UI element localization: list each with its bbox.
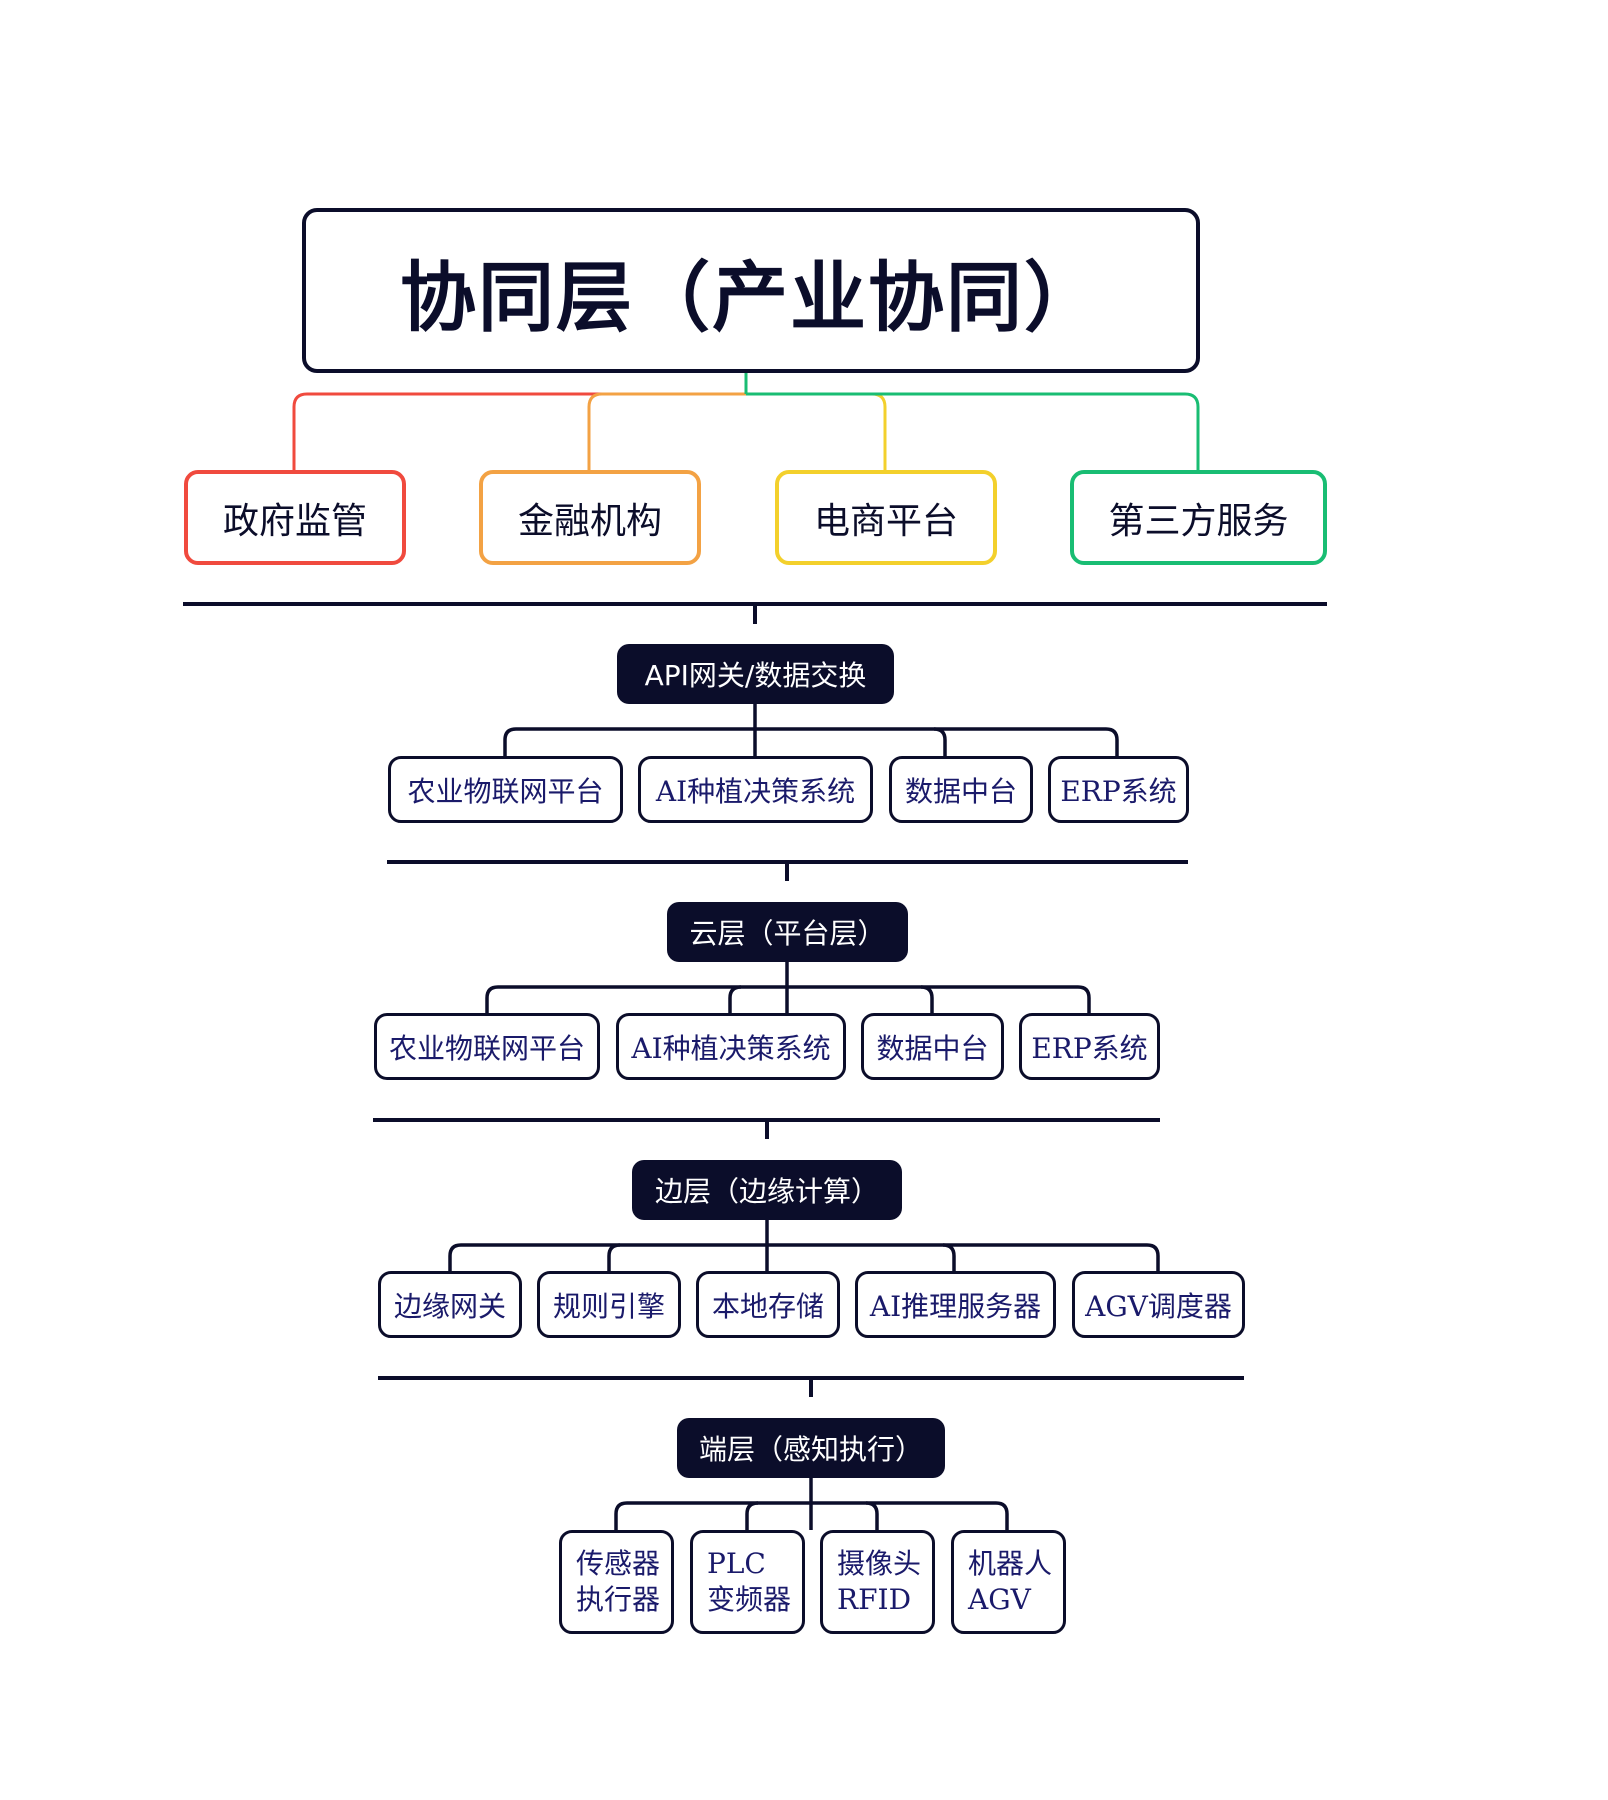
tree-connector bbox=[485, 985, 1091, 1014]
section-item: 传感器 执行器 bbox=[559, 1530, 674, 1634]
connector-gov bbox=[292, 392, 746, 470]
category-thirdparty-box: 第三方服务 bbox=[1070, 470, 1327, 565]
item-line: AGV bbox=[968, 1583, 1031, 1616]
tree-connector bbox=[745, 1501, 759, 1530]
layer-label-api-gateway: API网关/数据交换 bbox=[617, 644, 894, 704]
tree-connector bbox=[728, 985, 742, 1014]
section-item: 摄像头 RFID bbox=[820, 1530, 935, 1634]
section-item: ERP系统 bbox=[1019, 1013, 1160, 1080]
section-item: AI种植决策系统 bbox=[638, 756, 873, 823]
tree-connector bbox=[942, 1243, 956, 1272]
connector-thirdparty bbox=[746, 392, 1200, 470]
item-line: 变频器 bbox=[707, 1583, 792, 1616]
item-line: 摄像头 bbox=[837, 1547, 922, 1580]
section-item: 数据中台 bbox=[889, 756, 1033, 823]
title-box: 协同层（产业协同） bbox=[302, 208, 1200, 373]
item-line: 传感器 bbox=[576, 1547, 661, 1580]
section-item: AI种植决策系统 bbox=[616, 1013, 846, 1080]
section-item: PLC 变频器 bbox=[690, 1530, 805, 1634]
section-item: AGV调度器 bbox=[1072, 1271, 1245, 1338]
category-finance-box: 金融机构 bbox=[479, 470, 701, 565]
item-line: 执行器 bbox=[576, 1583, 661, 1616]
section-item: 规则引擎 bbox=[537, 1271, 681, 1338]
section-item: 本地存储 bbox=[696, 1271, 840, 1338]
tree-connector bbox=[503, 727, 1119, 757]
item-line: 机器人 bbox=[968, 1547, 1053, 1580]
tree-connector bbox=[607, 1243, 621, 1272]
layer-label-edge: 边层（边缘计算） bbox=[632, 1160, 902, 1220]
tree-connector bbox=[920, 985, 934, 1014]
item-line: PLC bbox=[707, 1547, 766, 1580]
section-item: 边缘网关 bbox=[378, 1271, 522, 1338]
section-item: 农业物联网平台 bbox=[388, 756, 623, 823]
tree-connector bbox=[614, 1501, 1009, 1530]
section-item: ERP系统 bbox=[1048, 756, 1189, 823]
connector-ecommerce bbox=[746, 392, 887, 470]
category-ecommerce-box: 电商平台 bbox=[775, 470, 997, 565]
section-item: AI推理服务器 bbox=[855, 1271, 1056, 1338]
tree-connector bbox=[865, 1501, 879, 1530]
connector-finance bbox=[587, 392, 746, 470]
category-gov-box: 政府监管 bbox=[184, 470, 406, 565]
layer-label-device: 端层（感知执行） bbox=[677, 1418, 945, 1478]
section-item: 机器人 AGV bbox=[951, 1530, 1066, 1634]
section-item: 农业物联网平台 bbox=[374, 1013, 600, 1080]
tree-connector bbox=[933, 727, 947, 757]
layer-label-cloud: 云层（平台层） bbox=[667, 902, 908, 962]
section-item: 数据中台 bbox=[861, 1013, 1004, 1080]
tree-connector bbox=[448, 1243, 1160, 1272]
item-line: RFID bbox=[837, 1583, 912, 1616]
